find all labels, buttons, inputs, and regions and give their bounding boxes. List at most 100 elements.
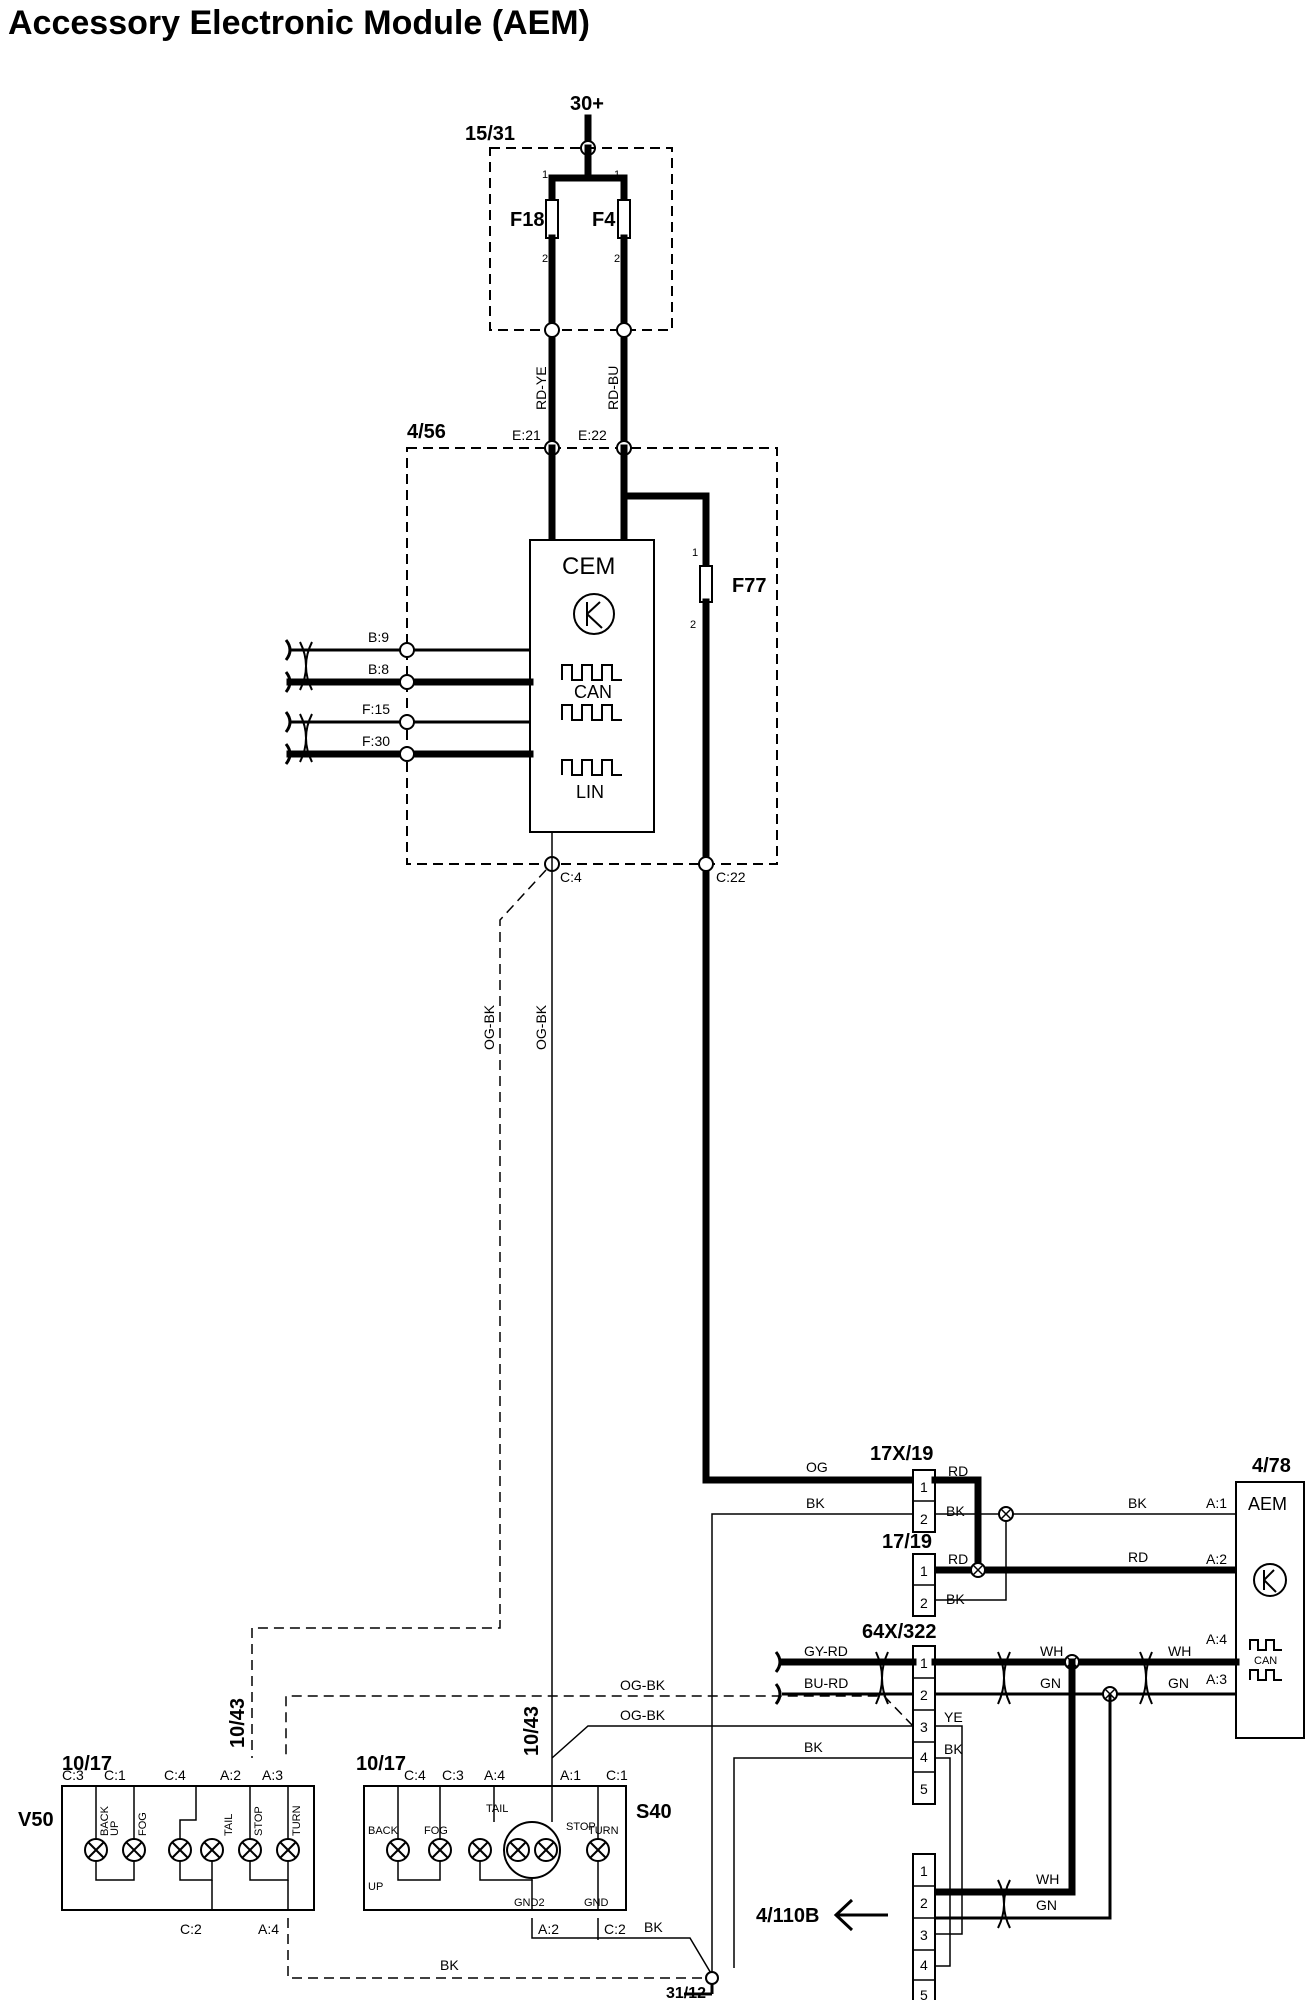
v50-pin-c1: C:1 (104, 1767, 126, 1783)
v50-pin-c2: C:2 (180, 1921, 202, 1937)
pin-c22-label: C:22 (716, 869, 746, 885)
wire-ye: YE (944, 1709, 963, 1725)
cem-module (529, 539, 655, 833)
conn-110b-pin1: 1 (920, 1863, 928, 1879)
cem-id: 4/56 (407, 421, 446, 443)
twist-icon-bottom (997, 1879, 1011, 1929)
cem-can-label: CAN (574, 682, 612, 702)
s40-lamp-gnd: GND (584, 1897, 609, 1909)
wire-rd-1: RD (948, 1463, 968, 1479)
wire-wh-2: WH (1168, 1643, 1191, 1659)
v50-lamp-back: BACK (99, 1805, 111, 1836)
pin-f30-label: F:30 (362, 733, 390, 749)
v50-pin-a2: A:2 (220, 1767, 241, 1783)
f18-out-node (544, 322, 560, 338)
pin-b9-label: B:9 (368, 629, 389, 645)
wire-og-bk-3: OG-BK (620, 1707, 666, 1723)
f4-out-node (616, 322, 632, 338)
supply-label: 30+ (570, 93, 604, 115)
wire-bk-s40: BK (644, 1919, 663, 1935)
wire-og-bk: OG-BK (533, 1004, 549, 1050)
aem-can-icon (1249, 1639, 1282, 1651)
aem-pin-a4: A:4 (1206, 1631, 1227, 1647)
wire-bk-v50: BK (440, 1957, 459, 1973)
f18-pin-1: 1 (542, 169, 548, 181)
wire-bu-rd: BU-RD (804, 1675, 848, 1691)
s40-lamp-fog: FOG (424, 1825, 448, 1837)
wire-gn-1: GN (1040, 1675, 1061, 1691)
fuse-f4-label: F4 (592, 209, 616, 231)
conn-110b-pin5: 5 (920, 1987, 928, 2000)
s40-id2: 10/43 (521, 1706, 543, 1756)
wire-rd-bu: RD-BU (605, 366, 621, 410)
arrow-left-icon (833, 1898, 888, 1932)
fuse-f18 (545, 199, 559, 239)
wire-bk-3: BK (946, 1591, 965, 1607)
conn-17x19-id: 17X/19 (870, 1443, 933, 1465)
conn-17-19-pin2: 2 (920, 1595, 928, 1611)
wire-og-bk-dashed: OG-BK (481, 1004, 497, 1050)
f77-pin-2: 2 (690, 619, 696, 631)
pin-b8-label: B:8 (368, 661, 389, 677)
conn-64x322-pin1: 1 (920, 1655, 928, 1671)
v50-lamp-turn: TURN (291, 1805, 303, 1836)
s40-pin-c4: C:4 (404, 1767, 426, 1783)
v50-id: 10/17 (62, 1753, 112, 1775)
aem-pin-a3: A:3 (1206, 1671, 1227, 1687)
cem-label: CEM (562, 553, 615, 580)
v50-pin-c3: C:3 (62, 1767, 84, 1783)
v50-lamp-unit (61, 1785, 315, 1911)
s40-lamp-gnd2: GND2 (514, 1897, 545, 1909)
conn-4-110b (912, 1853, 936, 2000)
s40-pin-a4: A:4 (484, 1767, 505, 1783)
s40-lamp-back: BACK (368, 1825, 399, 1837)
s40-pin-c2: C:2 (604, 1921, 626, 1937)
f77-pin-1: 1 (692, 547, 698, 559)
twisted-pair-icon (299, 641, 313, 763)
v50-lamp-up: UP (109, 1821, 121, 1836)
cem-lin-label: LIN (576, 782, 604, 802)
conn-110b-pin4: 4 (920, 1957, 928, 1973)
conn-17-19-id: 17/19 (882, 1531, 932, 1553)
can-signal-icon-2 (561, 704, 622, 721)
aem-can-label: CAN (1254, 1655, 1277, 1667)
v50-lamp-fog: FOG (137, 1812, 149, 1836)
conn-64x322-pin5: 5 (920, 1781, 928, 1797)
v50-lamp-stop: STOP (253, 1806, 265, 1836)
ground-node (705, 1971, 719, 1985)
pin-e22-label: E:22 (578, 427, 607, 443)
wire-og-bk-2: OG-BK (620, 1677, 666, 1693)
v50-pin-a4: A:4 (258, 1921, 279, 1937)
pin-e21-label: E:21 (512, 427, 541, 443)
aem-module (1235, 1481, 1305, 1739)
v50-pin-a3: A:3 (262, 1767, 283, 1783)
pin-f15-label: F:15 (362, 701, 390, 717)
f4-pin-1: 1 (614, 169, 620, 181)
s40-model: S40 (636, 1801, 672, 1823)
fusebox-outline (489, 147, 673, 331)
conn-17x19-pin1: 1 (920, 1479, 928, 1495)
f18-pin-2: 2 (542, 253, 548, 265)
conn-17-19-pin1: 1 (920, 1563, 928, 1579)
fuse-f77 (699, 565, 713, 603)
s40-lamp-tail: TAIL (486, 1803, 508, 1815)
twist-icon-left (875, 1651, 889, 1705)
page-title: Accessory Electronic Module (AEM) (8, 4, 590, 42)
aem-label: AEM (1248, 1494, 1287, 1514)
ground-label: 31/12 (666, 1985, 706, 2000)
pin-c22 (698, 856, 714, 872)
v50-id2: 10/43 (227, 1698, 249, 1748)
aem-pin-a1: A:1 (1206, 1495, 1227, 1511)
wire-bk-2: BK (806, 1495, 825, 1511)
lin-signal-icon (561, 759, 622, 776)
aem-pin-a2: A:2 (1206, 1551, 1227, 1567)
conn-110b-pin3: 3 (920, 1927, 928, 1943)
v50-lamp-tail: TAIL (223, 1814, 235, 1836)
ground-icon (684, 1984, 714, 1996)
wire-rd-ye: RD-YE (533, 366, 549, 410)
wire-gn-2: GN (1168, 1675, 1189, 1691)
can-signal-icon (561, 664, 622, 681)
pin-c4-label: C:4 (560, 869, 582, 885)
s40-pin-c1: C:1 (606, 1767, 628, 1783)
